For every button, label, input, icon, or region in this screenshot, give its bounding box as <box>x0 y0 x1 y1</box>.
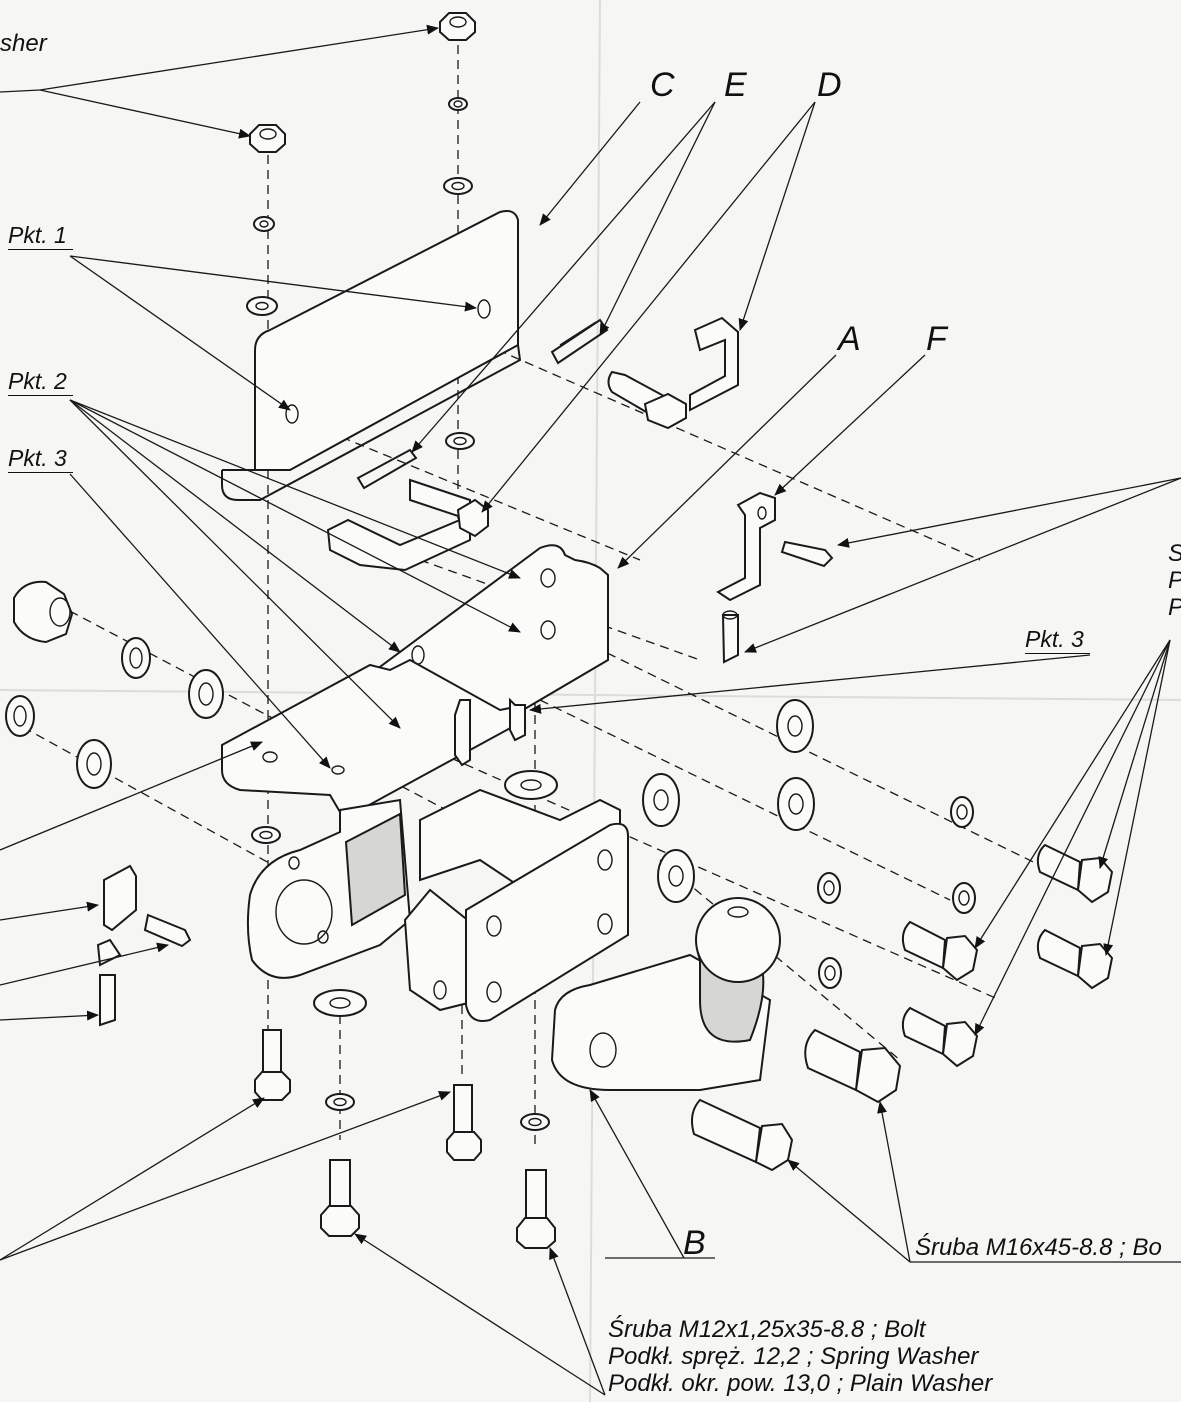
large-washers <box>251 699 815 1131</box>
spring-pin-e-upper <box>550 318 609 365</box>
spring-washers-right <box>817 796 976 989</box>
socket-plate <box>246 798 412 979</box>
leader-lines <box>0 24 1181 1396</box>
hex-nut-top-right <box>439 12 476 41</box>
tow-ball-hook <box>550 897 781 1091</box>
label-right-edge-s: S <box>1168 540 1181 567</box>
label-right-edge-p1: P <box>1168 567 1181 594</box>
bolts-m12 <box>254 1029 556 1249</box>
bracket-left <box>96 864 192 1027</box>
left-hardware <box>5 580 224 789</box>
clamp-d-upper <box>607 316 739 430</box>
label-washer-cut: sher <box>0 30 47 57</box>
bolts-m16 <box>691 843 1114 1172</box>
clamp-d-lower <box>326 478 489 572</box>
label-part-e: E <box>724 66 747 104</box>
note-bolt-m12-line3: Podkł. okr. pow. 13,0 ; Plain Washer <box>608 1370 993 1397</box>
label-pkt-1: Pkt. 1 <box>8 224 73 250</box>
label-part-b: B <box>683 1224 706 1262</box>
label-pkt-3-right: Pkt. 3 <box>1025 628 1090 654</box>
plate-c <box>221 210 522 501</box>
label-part-a: A <box>838 320 861 358</box>
label-pkt-3-left: Pkt. 3 <box>8 447 73 473</box>
label-right-edge-p2: P <box>1168 594 1181 621</box>
washers-top <box>246 97 475 450</box>
hex-nut-top-left <box>249 124 286 153</box>
spring-pin-e-lower <box>356 448 418 490</box>
label-part-c: C <box>650 66 675 104</box>
label-part-f: F <box>926 320 947 358</box>
bracket-f-right <box>716 491 834 664</box>
note-bolt-m16: Śruba M16x45-8.8 ; Bo <box>915 1234 1162 1261</box>
bracket-a <box>221 544 609 814</box>
note-bolt-m12-line2: Podkł. spręż. 12,2 ; Spring Washer <box>608 1343 979 1370</box>
label-pkt-2: Pkt. 2 <box>8 370 73 396</box>
mounting-plate-b <box>465 822 629 1022</box>
note-bolt-m12-line1: Śruba M12x1,25x35-8.8 ; Bolt <box>608 1316 926 1343</box>
label-part-d: D <box>817 66 842 104</box>
